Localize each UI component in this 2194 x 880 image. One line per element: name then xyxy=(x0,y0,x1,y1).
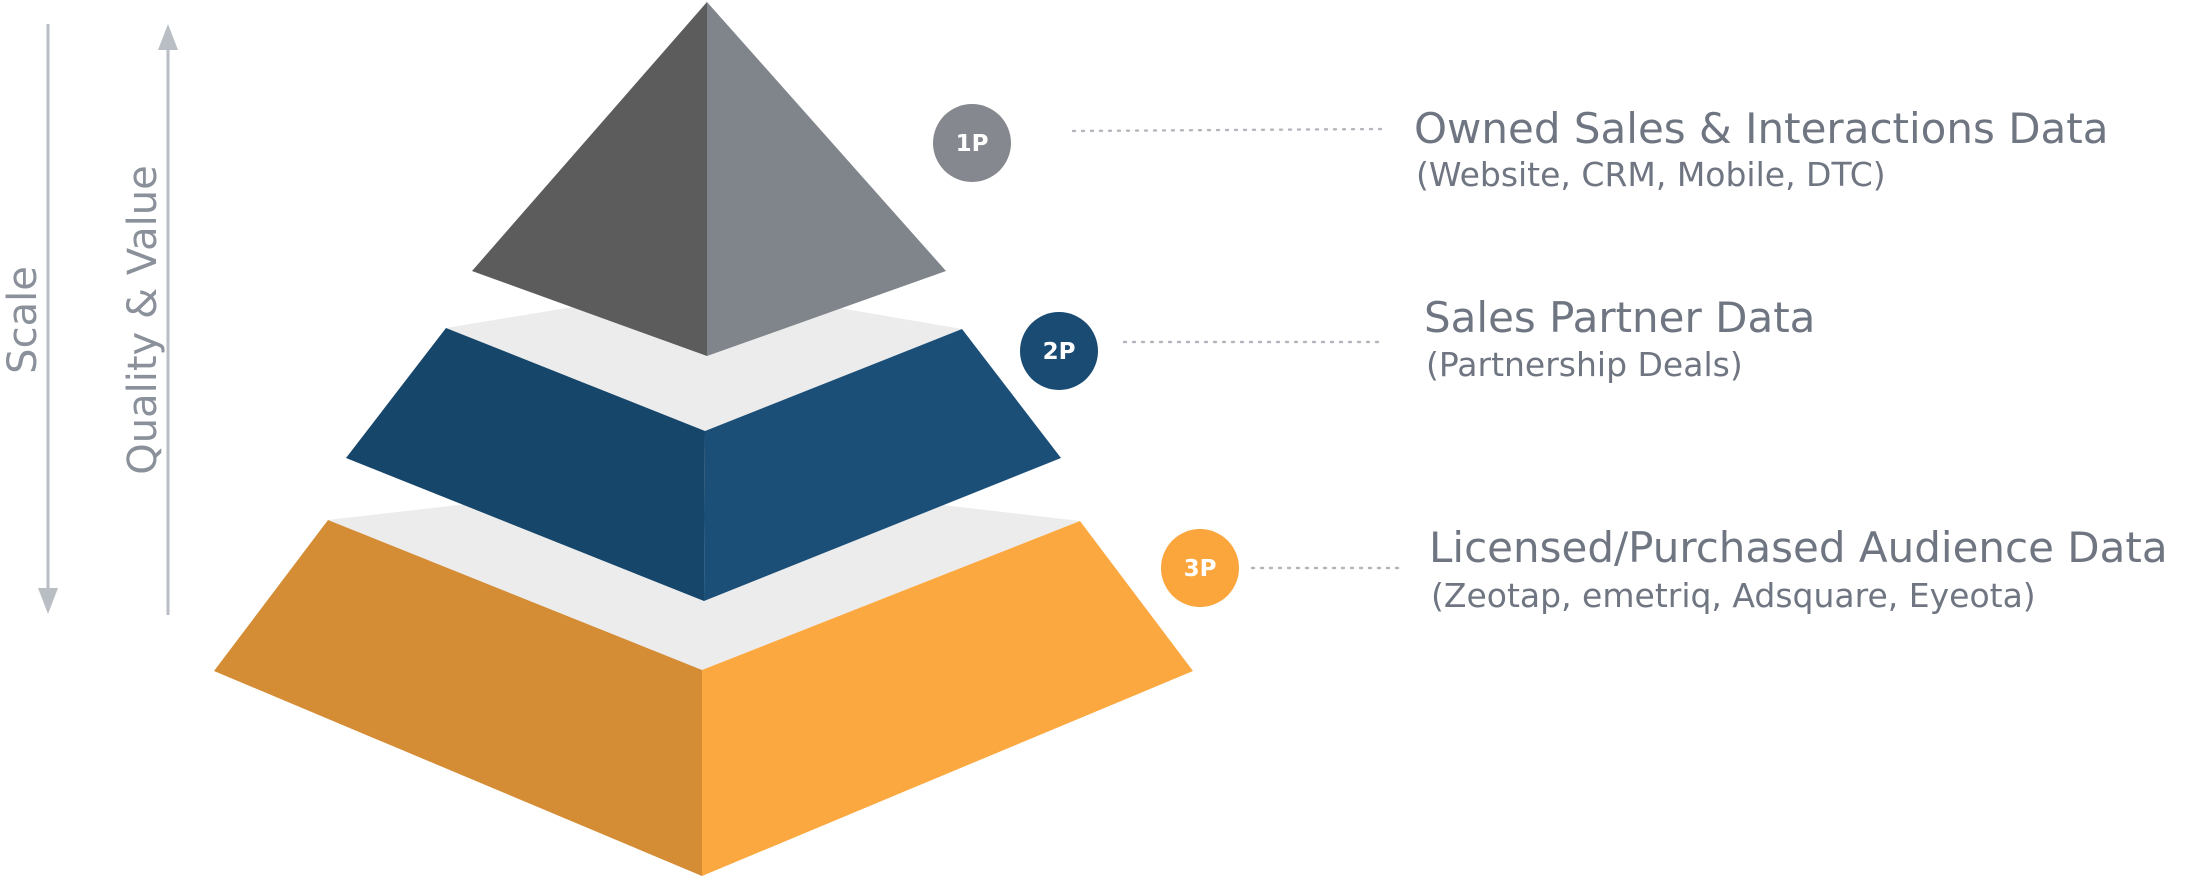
tier-2p-face-left xyxy=(346,328,705,601)
tier-3p-label-group: 3P Licensed/Purchased Audience Data (Zeo… xyxy=(1161,523,2168,615)
tier-2p-face-right xyxy=(704,329,1061,601)
badge-1p xyxy=(933,104,1011,182)
tier-3p-face-right xyxy=(702,521,1193,876)
tier-1p-label-group: 1P Owned Sales & Interactions Data (Webs… xyxy=(933,104,2109,194)
quality-value-label: Quality & Value xyxy=(120,165,166,474)
tier-3p-face-left xyxy=(214,520,702,876)
tier-2p-top-gap xyxy=(446,285,962,431)
tier-1p-title: Owned Sales & Interactions Data xyxy=(1414,104,2109,153)
tier-2p-subtitle: (Partnership Deals) xyxy=(1426,345,1743,384)
scale-arrow-down-icon xyxy=(38,588,58,614)
pyramid-tier-2p xyxy=(346,285,1061,601)
badge-2p-text: 2P xyxy=(1043,339,1076,365)
scale-label: Scale xyxy=(0,266,46,374)
tier-1p-face-left xyxy=(472,2,707,356)
tier-2p-title: Sales Partner Data xyxy=(1424,293,1815,342)
tier-3p-title: Licensed/Purchased Audience Data xyxy=(1429,523,2168,572)
badge-2p xyxy=(1020,312,1098,390)
tier-1p-subtitle: (Website, CRM, Mobile, DTC) xyxy=(1416,155,1886,194)
pyramid-tier-1p xyxy=(472,2,946,356)
leader-line-1p xyxy=(1071,127,1387,133)
scale-axis: Scale xyxy=(0,24,58,614)
quality-value-axis: Quality & Value xyxy=(120,24,178,615)
badge-1p-text: 1P xyxy=(956,131,989,157)
tier-1p-face-right xyxy=(707,2,946,356)
badge-3p xyxy=(1161,529,1239,607)
tier-2p-label-group: 2P Sales Partner Data (Partnership Deals… xyxy=(1020,293,1815,390)
quality-arrow-up-icon xyxy=(158,24,178,50)
tier-3p-subtitle: (Zeotap, emetriq, Adsquare, Eyeota) xyxy=(1431,576,2036,615)
badge-3p-text: 3P xyxy=(1184,556,1217,582)
